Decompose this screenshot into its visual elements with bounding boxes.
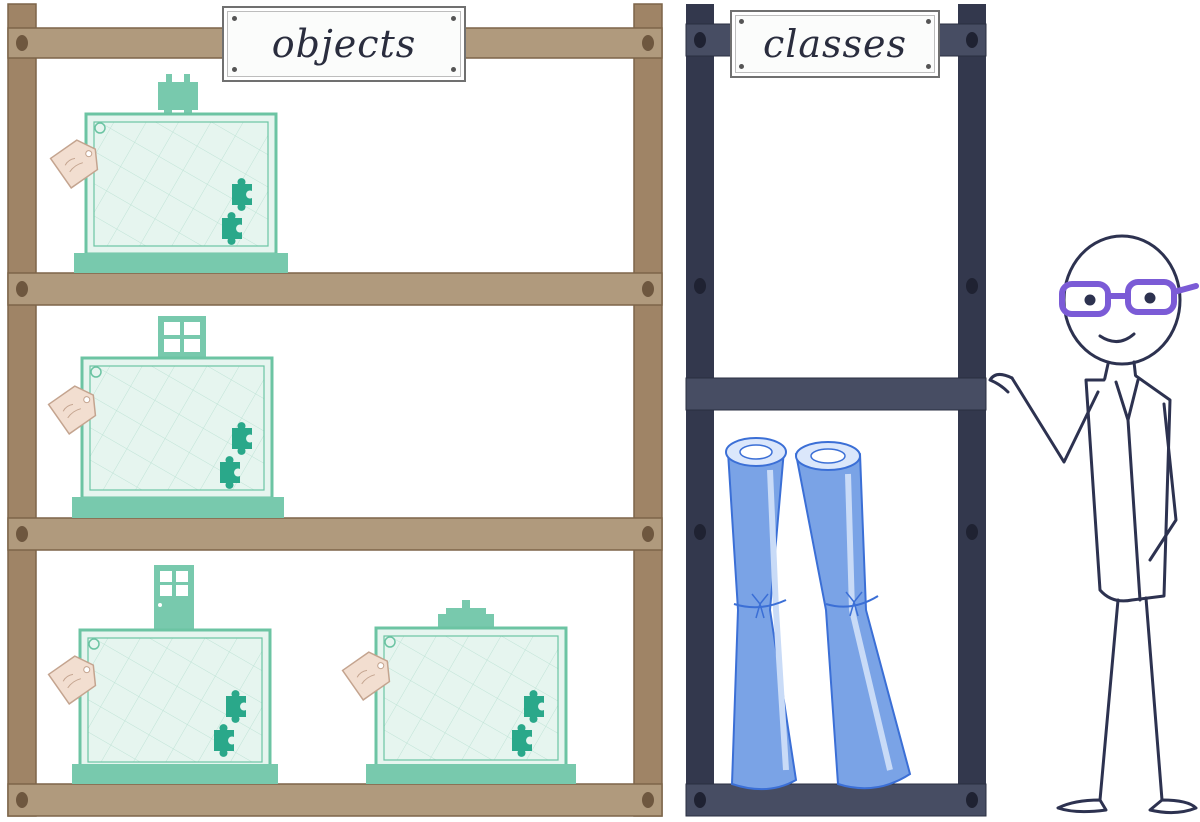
wood-plank-1 (7, 272, 663, 306)
wood-post-right (633, 3, 663, 817)
object-case-1 (49, 74, 288, 273)
objects-sign: objects (222, 6, 466, 82)
object-case-2 (47, 316, 284, 518)
objects-shelf (7, 3, 663, 817)
window-icon (158, 316, 206, 358)
wood-plank-bottom (7, 783, 663, 817)
metal-bar-bottom (685, 783, 987, 817)
pixel-creature-icon (158, 74, 198, 116)
objects-label: objects (271, 22, 417, 66)
classes-label: classes (762, 22, 908, 66)
metal-bar-middle (685, 377, 987, 411)
classes-shelf (685, 4, 987, 817)
stepped-roof-icon (438, 600, 494, 628)
object-case-3 (47, 565, 278, 784)
glasses-icon (1059, 279, 1199, 317)
object-case-4 (341, 600, 576, 784)
case-base (72, 764, 278, 784)
door-icon (154, 565, 194, 633)
case-base (74, 253, 288, 273)
rolled-blueprint-icon (725, 437, 798, 791)
case-base (72, 497, 284, 518)
rolled-blueprint-icon (794, 441, 912, 790)
scientist-character-icon (988, 234, 1199, 815)
wood-post-left (7, 3, 37, 817)
wood-plank-2 (7, 517, 663, 551)
case-base (366, 764, 576, 784)
classes-sign: classes (730, 10, 940, 78)
